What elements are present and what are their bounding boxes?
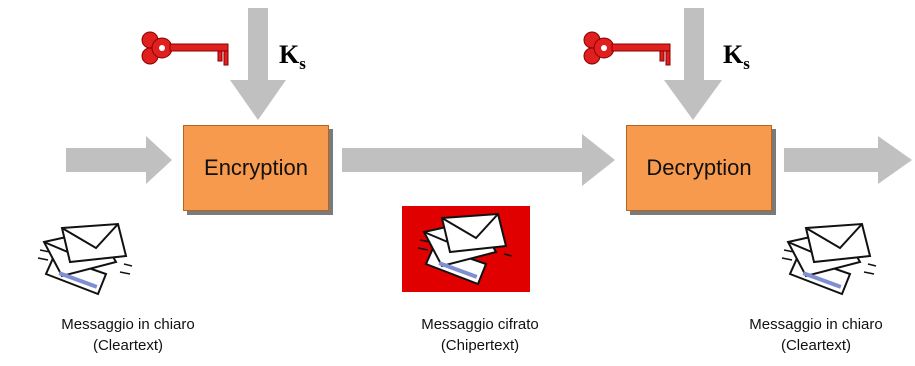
decryption-label: Decryption	[646, 155, 752, 180]
transfer-arrow	[342, 134, 615, 186]
encryption-label: Encryption	[204, 155, 308, 180]
key-icon	[583, 31, 671, 66]
caption-line: (Chipertext)	[440, 337, 520, 354]
key-arrow-decryption	[664, 8, 722, 120]
caption-ciphertext: Messaggio cifrato (Chipertext)	[370, 314, 590, 356]
caption-line: (Cleartext)	[92, 337, 163, 354]
envelopes-icon	[417, 212, 513, 286]
caption-cleartext-right: Messaggio in chiaro (Cleartext)	[706, 314, 915, 356]
decryption-box: Decryption	[626, 125, 772, 211]
key-icon	[141, 31, 229, 66]
key-label-decryption: Ks	[723, 40, 750, 73]
envelopes-icon	[37, 222, 133, 296]
caption-cleartext-left: Messaggio in chiaro (Cleartext)	[18, 314, 238, 356]
envelopes-icon	[781, 222, 877, 296]
caption-line: Messaggio cifrato	[421, 316, 539, 333]
key-label-encryption: Ks	[279, 40, 306, 73]
caption-line: Messaggio in chiaro	[61, 316, 195, 333]
caption-line: Messaggio in chiaro	[749, 316, 883, 333]
caption-line: (Cleartext)	[780, 337, 851, 354]
key-arrow-encryption	[230, 8, 286, 120]
output-arrow	[784, 136, 912, 184]
encryption-box: Encryption	[183, 125, 329, 211]
input-arrow	[66, 136, 172, 184]
